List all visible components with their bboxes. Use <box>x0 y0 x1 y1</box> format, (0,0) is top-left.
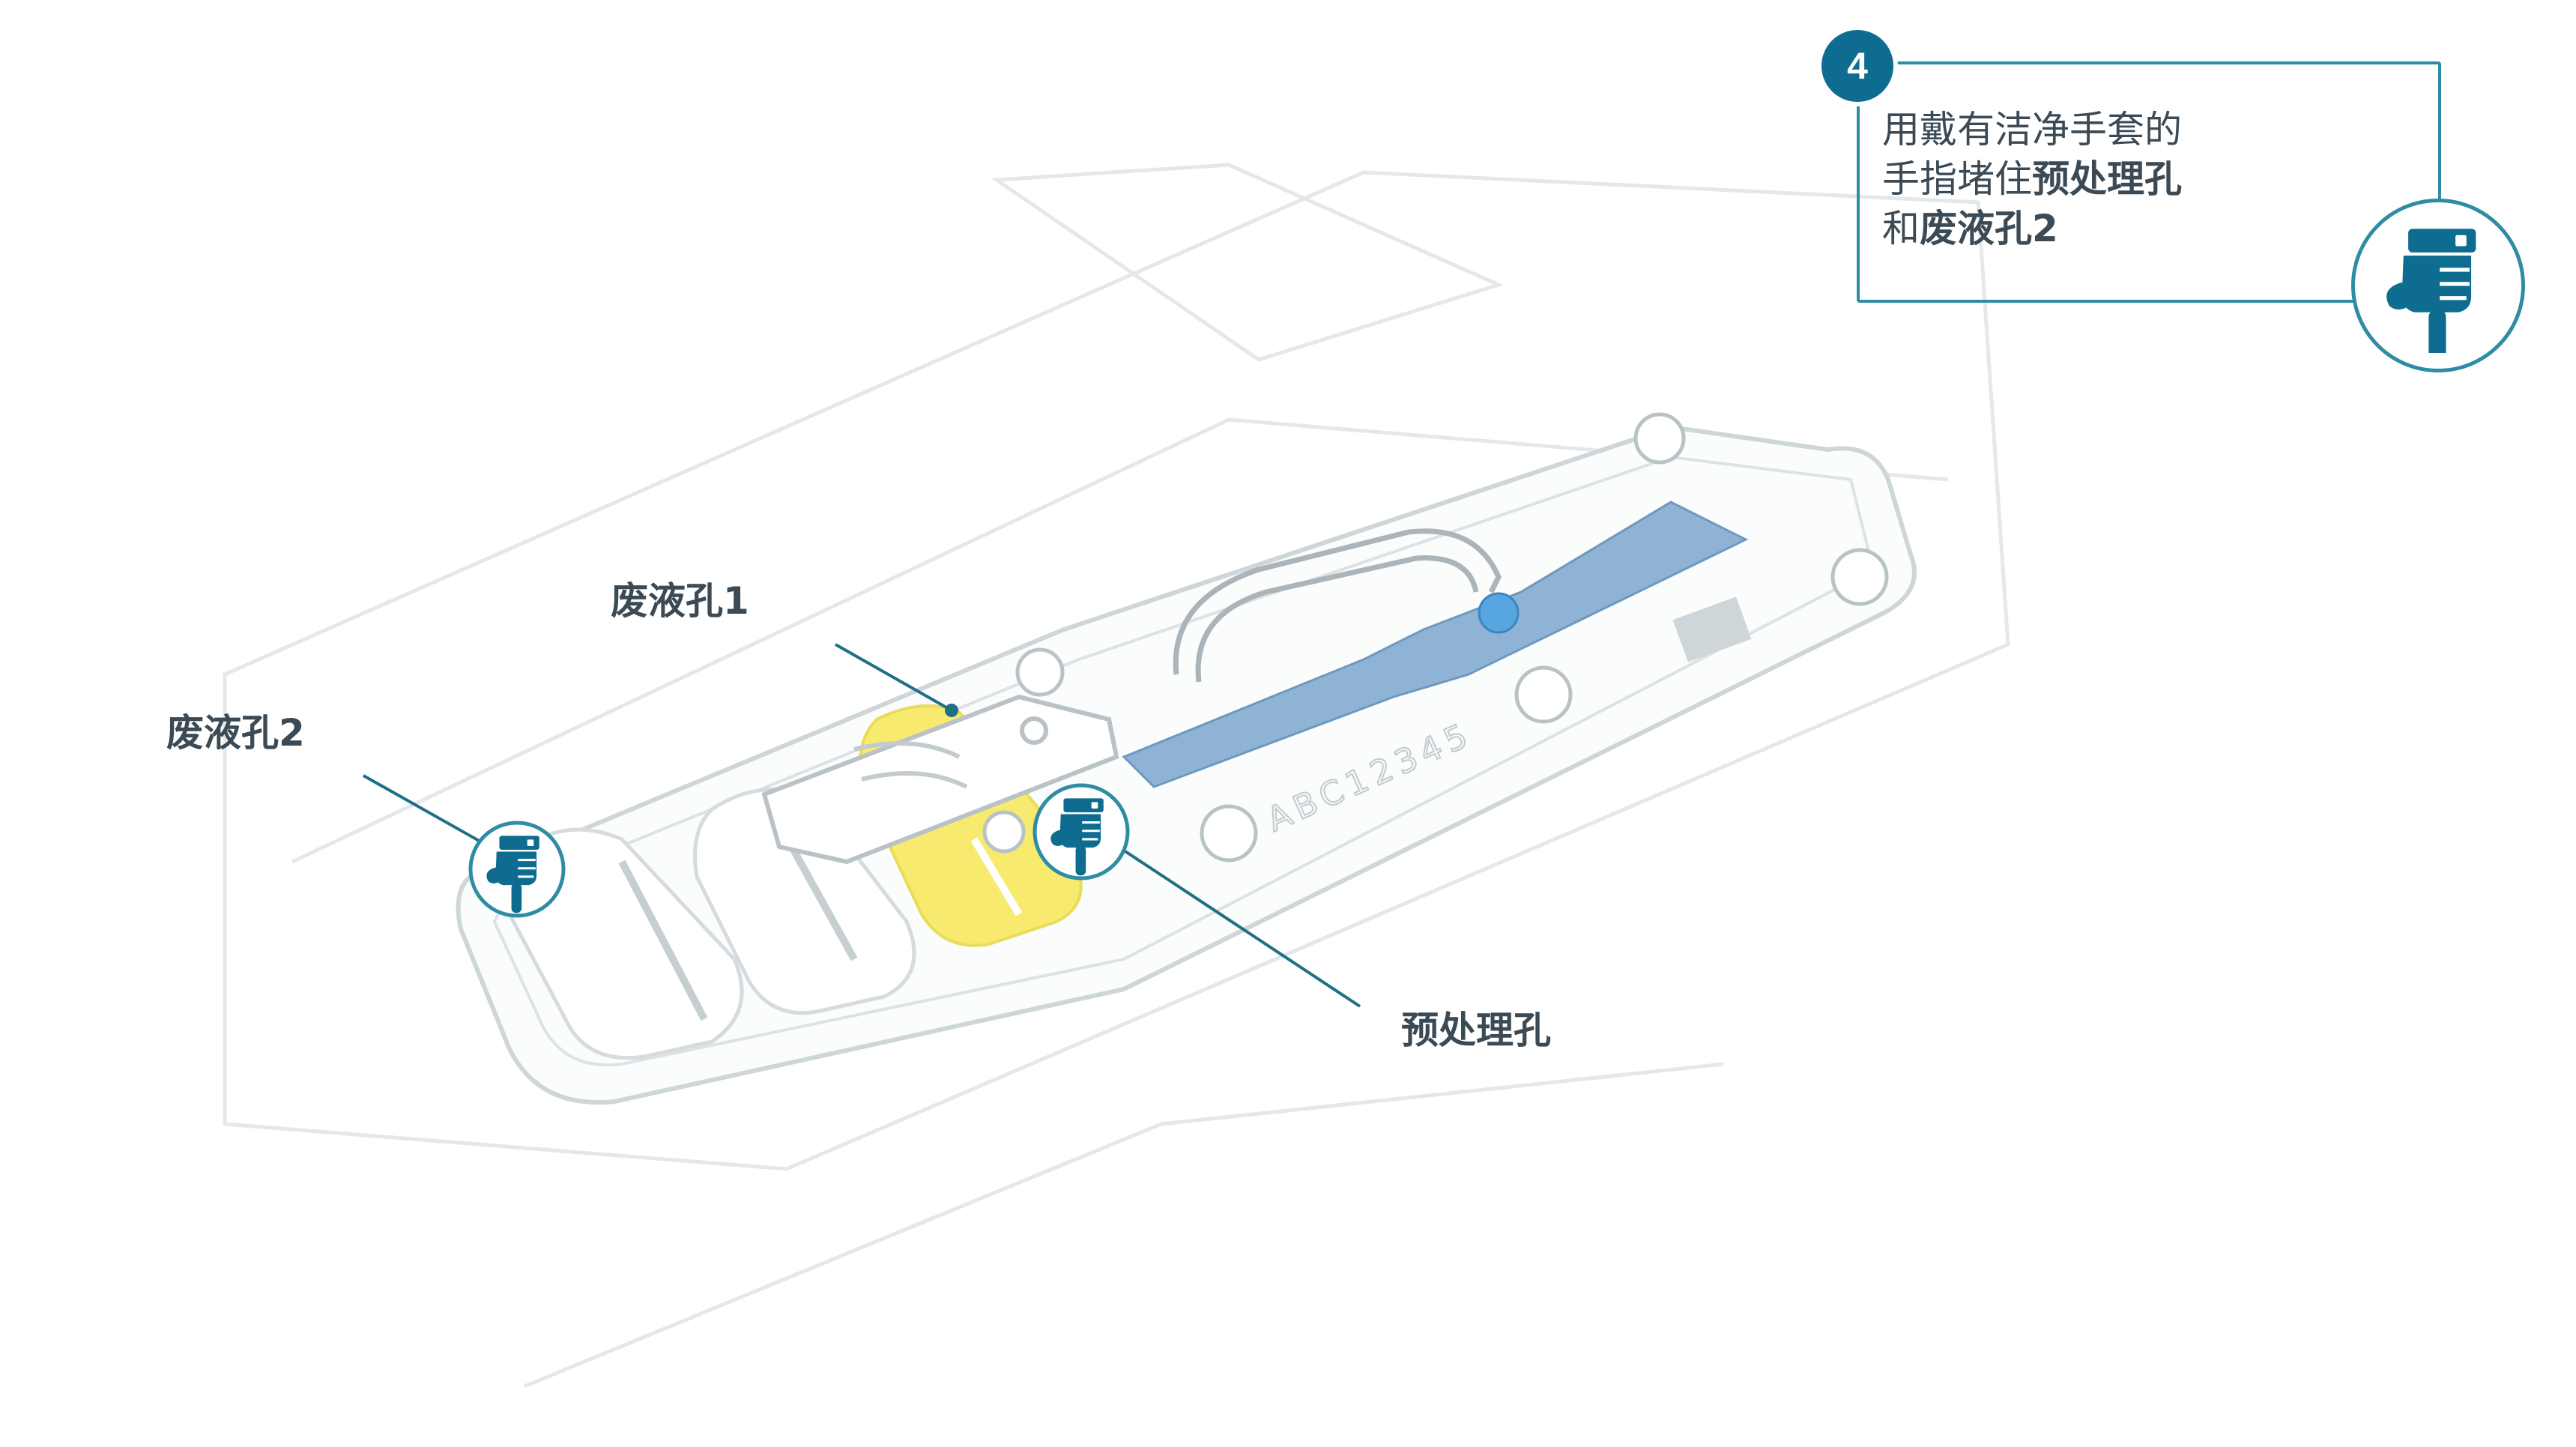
label-waste-well-1: 废液孔1 <box>611 579 749 623</box>
label-waste-well-2: 废液孔2 <box>166 711 305 755</box>
flow-channel <box>1122 501 1749 788</box>
callout-hand-marker <box>2351 199 2525 372</box>
leader-waste-well-2 <box>363 774 488 847</box>
leader-pretreatment-well <box>1111 842 1361 1008</box>
hand-marker-pretreatment-well <box>1032 783 1130 880</box>
instruction-line-2-prefix: 手指堵住 <box>1882 157 2032 201</box>
instruction-text: 用戴有洁净手套的 手指堵住预处理孔 和废液孔2 <box>1882 105 2302 253</box>
label-pretreatment-well: 预处理孔 <box>1401 1009 1551 1052</box>
hand-pointing-down-icon <box>2371 218 2506 353</box>
hand-marker-waste-well-2 <box>468 821 566 918</box>
instruction-line-3-bold: 废液孔2 <box>1920 207 2058 250</box>
leader-waste-well-1 <box>835 643 952 712</box>
handle <box>1173 528 1502 683</box>
instruction-line-3-prefix: 和 <box>1882 207 1920 250</box>
instruction-line-1: 用戴有洁净手套的 <box>1882 108 2182 151</box>
instruction-callout <box>1857 61 2441 303</box>
clamp <box>761 694 1119 865</box>
leader-lines <box>363 643 1361 1008</box>
barcode <box>1672 596 1752 662</box>
screws <box>982 412 1889 863</box>
step-number-badge: 4 <box>1817 25 1898 106</box>
instruction-line-2-bold: 预处理孔 <box>2032 157 2182 201</box>
